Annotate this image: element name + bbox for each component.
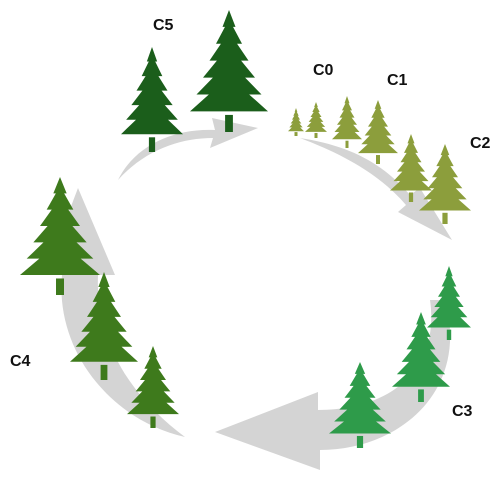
tree-canopy — [288, 108, 304, 132]
label-c2: C2 — [470, 135, 491, 152]
tree-c2 — [390, 134, 432, 202]
tree-canopy — [392, 312, 450, 387]
tree-c4 — [70, 272, 138, 380]
tree-trunk — [418, 389, 424, 402]
tree-c0 — [305, 102, 327, 138]
arrow-c5-to-c0 — [118, 118, 258, 180]
tree-trunk — [345, 140, 349, 148]
tree-trunk — [408, 192, 414, 202]
tree-c3 — [392, 312, 450, 402]
stage-labels: C5 C0 C1 C2 C3 C4 — [10, 17, 491, 420]
tree-trunk — [314, 132, 318, 138]
label-c4: C4 — [10, 353, 31, 370]
tree-trunk — [148, 137, 156, 152]
tree-c1 — [358, 100, 398, 164]
tree-c5 — [121, 47, 183, 152]
tree-c0 — [288, 108, 304, 136]
tree-c1 — [332, 96, 362, 148]
tree-c4 — [20, 177, 100, 295]
tree-c3 — [427, 266, 471, 340]
label-c0: C0 — [313, 62, 334, 79]
label-c1: C1 — [387, 72, 408, 89]
tree-canopy — [332, 96, 362, 140]
tree-canopy — [329, 362, 391, 434]
tree-trunk — [150, 416, 156, 428]
tree-c2 — [419, 144, 471, 224]
label-c3: C3 — [452, 403, 473, 420]
arrow-c0-to-c2 — [300, 138, 452, 240]
tree-c4 — [127, 346, 179, 428]
tree-trunk — [446, 329, 452, 340]
tree-canopy — [390, 134, 432, 191]
tree-canopy — [127, 346, 179, 415]
tree-canopy — [121, 47, 183, 135]
trees — [20, 10, 471, 448]
tree-trunk — [100, 364, 108, 380]
tree-trunk — [442, 212, 448, 224]
tree-trunk — [56, 278, 64, 295]
tree-trunk — [376, 155, 380, 164]
tree-canopy — [190, 10, 268, 112]
tree-canopy — [419, 144, 471, 211]
tree-trunk — [356, 435, 364, 448]
tree-canopy — [305, 102, 327, 132]
tree-canopy — [70, 272, 138, 362]
tree-canopy — [358, 100, 398, 154]
tree-canopy — [20, 177, 100, 276]
tree-trunk — [294, 132, 298, 136]
tree-trunk — [225, 114, 233, 132]
tree-c3 — [329, 362, 391, 448]
tree-c5 — [190, 10, 268, 132]
label-c5: C5 — [153, 17, 174, 34]
arrow-c3-to-c4 — [215, 300, 451, 470]
tree-canopy — [427, 266, 471, 328]
